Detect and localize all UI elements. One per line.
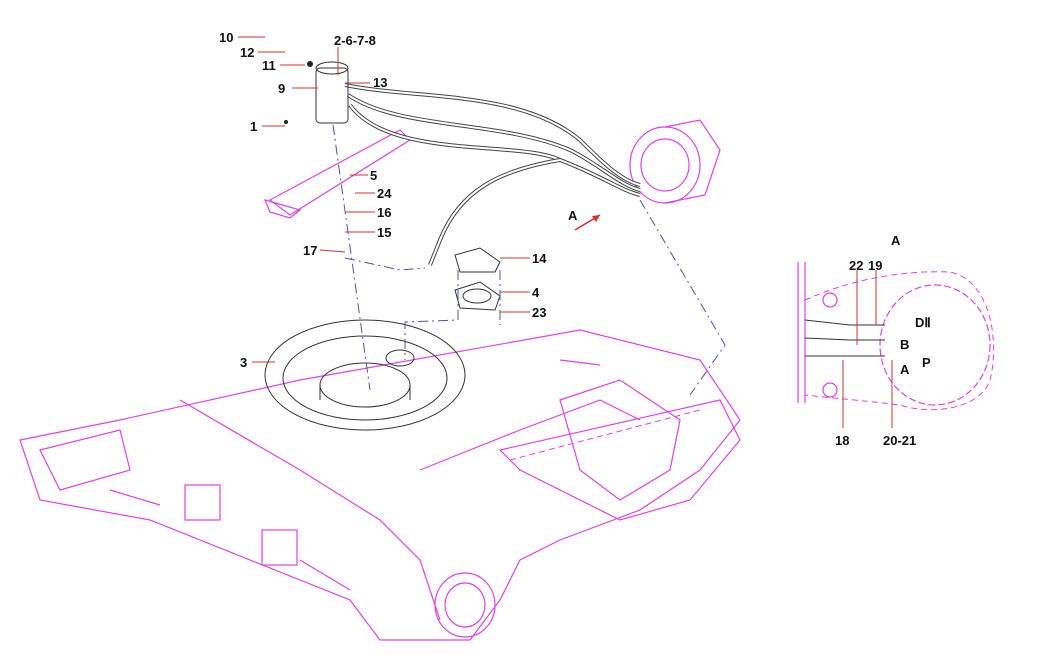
callout-3: 3 bbox=[240, 355, 247, 370]
port-b: B bbox=[900, 337, 909, 352]
port-d2: DⅡ bbox=[915, 315, 931, 330]
callout-2-6-7-8: 2-6-7-8 bbox=[334, 33, 376, 48]
callout-24: 24 bbox=[377, 186, 392, 201]
detail-callout-19: 19 bbox=[868, 258, 882, 273]
callout-10: 10 bbox=[219, 30, 233, 45]
callout-12: 12 bbox=[240, 45, 254, 60]
callout-15: 15 bbox=[377, 225, 391, 240]
detail-callout-20-21: 20-21 bbox=[883, 433, 916, 448]
callout-11: 11 bbox=[262, 58, 276, 73]
callout-5: 5 bbox=[370, 168, 377, 183]
callout-9: 9 bbox=[278, 81, 285, 96]
port-p: P bbox=[922, 355, 931, 370]
callout-17: 17 bbox=[303, 243, 317, 258]
callout-16: 16 bbox=[377, 205, 391, 220]
cover-plates bbox=[454, 247, 501, 311]
callout-23: 23 bbox=[532, 305, 546, 320]
detail-callout-18: 18 bbox=[835, 433, 849, 448]
view-arrow-a: A bbox=[568, 208, 601, 231]
detail-view-a: A 22 19 DⅡ B P A 18 20-21 bbox=[797, 233, 995, 448]
view-arrow-label: A bbox=[568, 208, 578, 223]
track-frame bbox=[19, 129, 741, 641]
hoses bbox=[344, 83, 641, 266]
callout-1: 1 bbox=[250, 119, 257, 134]
detail-callout-22: 22 bbox=[849, 258, 863, 273]
center-joint bbox=[284, 61, 349, 124]
detail-title: A bbox=[891, 233, 901, 248]
callout-14: 14 bbox=[532, 251, 547, 266]
center-lines bbox=[332, 124, 726, 396]
callout-13: 13 bbox=[373, 75, 387, 90]
travel-motor bbox=[629, 119, 721, 204]
swing-bearing bbox=[264, 319, 466, 431]
callout-4: 4 bbox=[532, 285, 540, 300]
callout-labels: 10 12 11 2-6-7-8 13 9 1 5 24 16 15 17 14… bbox=[219, 30, 547, 370]
leader-lines bbox=[238, 36, 530, 363]
port-a: A bbox=[900, 362, 910, 377]
